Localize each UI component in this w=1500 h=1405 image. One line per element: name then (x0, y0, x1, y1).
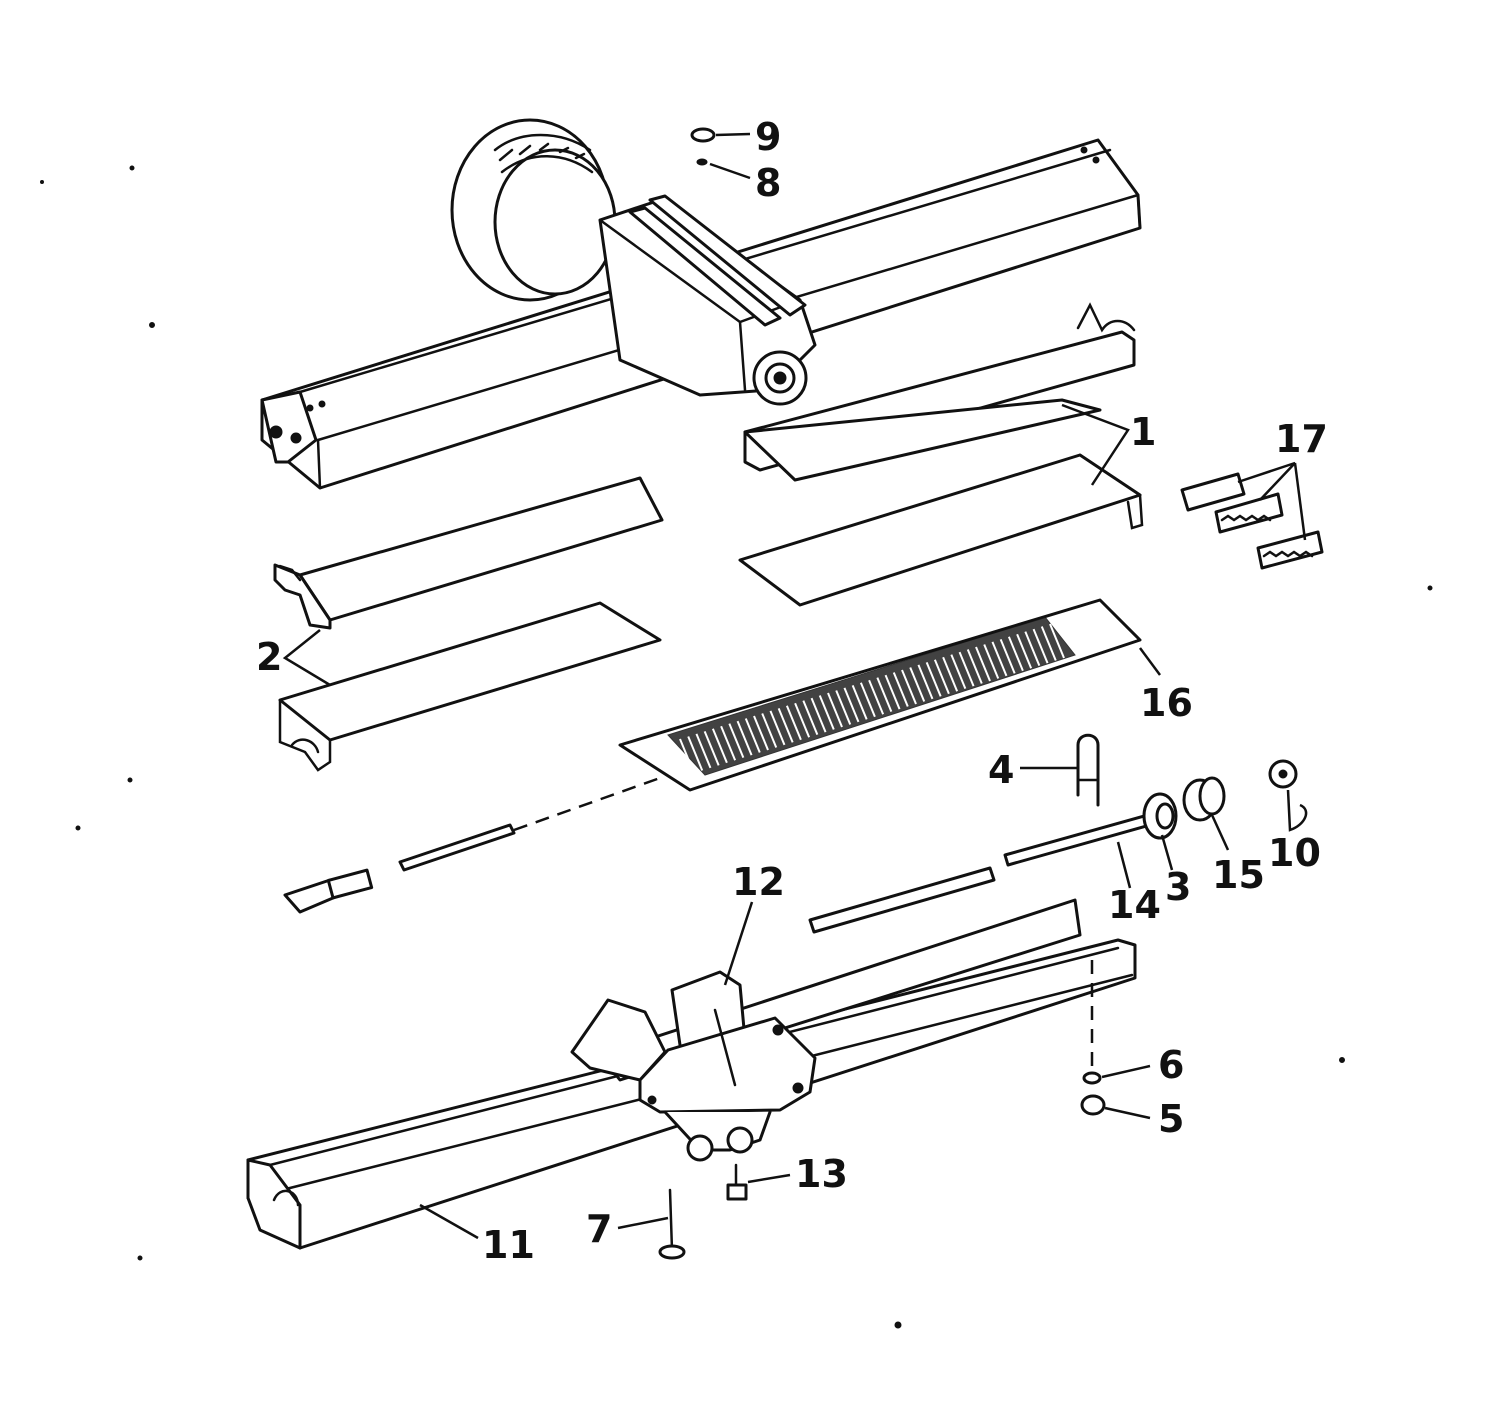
leader-lines (282, 132, 1308, 1240)
rack-tooth (794, 702, 811, 738)
callout-10: 10 (1268, 831, 1321, 875)
rack-tooth (761, 713, 778, 748)
callout-9: 9 (755, 115, 781, 159)
rack-tooth (753, 715, 769, 751)
rack-tooth (687, 736, 704, 771)
right-fasteners (808, 733, 1298, 934)
part-12-clamp (570, 970, 817, 1162)
rack-tooth (827, 692, 843, 728)
small-fasteners (658, 127, 1106, 1260)
callout-labels: 1 2 3 4 5 6 7 8 9 10 11 12 13 14 15 16 1… (256, 115, 1328, 1267)
part-17-racks (1180, 472, 1324, 570)
rack-tooth (843, 687, 860, 723)
part-2-plates (273, 476, 664, 772)
rack-tooth (983, 644, 1000, 679)
rack-tooth (695, 733, 712, 769)
rack-tooth (975, 646, 991, 682)
rack-tooth (1024, 631, 1041, 667)
rack-tooth (835, 690, 852, 725)
rack-tooth (942, 656, 959, 692)
rack-tooth (999, 638, 1016, 674)
callout-14: 14 (1108, 883, 1161, 927)
rack-tooth (1032, 628, 1049, 664)
rack-tooth (711, 728, 728, 764)
rack-tooth (679, 738, 695, 774)
callout-4: 4 (988, 748, 1014, 792)
callout-6: 6 (1158, 1043, 1184, 1087)
rack-tooth (851, 684, 868, 720)
rack-tooth (884, 674, 901, 710)
rack-tooth (744, 718, 761, 753)
rack-tooth (810, 697, 827, 733)
part-1-plates (738, 302, 1144, 607)
rack-tooth (1007, 636, 1024, 672)
shaft-pieces (283, 776, 661, 914)
rack-tooth (818, 695, 835, 730)
rack-tooth (991, 641, 1008, 677)
rack-tooth (933, 659, 950, 695)
callout-8: 8 (755, 161, 781, 205)
rack-tooth (876, 677, 893, 713)
callout-1: 1 (1130, 410, 1156, 454)
rack-tooth (769, 710, 786, 746)
rack-tooth (892, 672, 909, 707)
rack-tooth (917, 664, 934, 700)
rack-tooth (966, 649, 983, 684)
callout-16: 16 (1140, 681, 1193, 725)
part-16-rack (618, 598, 1142, 792)
rack-tooth (1049, 623, 1065, 659)
rack-tooth (868, 679, 885, 715)
rack-tooth (925, 661, 942, 697)
rack-tooth (958, 651, 975, 687)
rack-tooth (785, 705, 802, 741)
rack-tooth (901, 669, 917, 705)
callout-12: 12 (732, 860, 785, 904)
callout-7: 7 (586, 1207, 612, 1251)
rack-tooth (703, 730, 720, 766)
rack-tooth (950, 654, 967, 690)
callout-15: 15 (1212, 853, 1265, 897)
rack-tooth (720, 725, 737, 761)
callout-13: 13 (795, 1152, 848, 1196)
rack-tooth (802, 700, 819, 736)
rack-tooth (909, 667, 926, 702)
rack-tooth (1040, 626, 1057, 661)
upper-arm-assembly (260, 118, 1142, 490)
specks (40, 165, 1433, 1329)
callout-11: 11 (482, 1223, 535, 1267)
rack-tooth (1016, 633, 1033, 669)
callout-3: 3 (1165, 865, 1191, 909)
callout-5: 5 (1158, 1097, 1184, 1141)
callout-2: 2 (256, 635, 282, 679)
callout-17: 17 (1275, 417, 1328, 461)
rack-tooth (859, 682, 876, 718)
rack-tooth (777, 707, 794, 743)
rack-tooth (728, 723, 745, 759)
rack-tooth (736, 720, 753, 756)
